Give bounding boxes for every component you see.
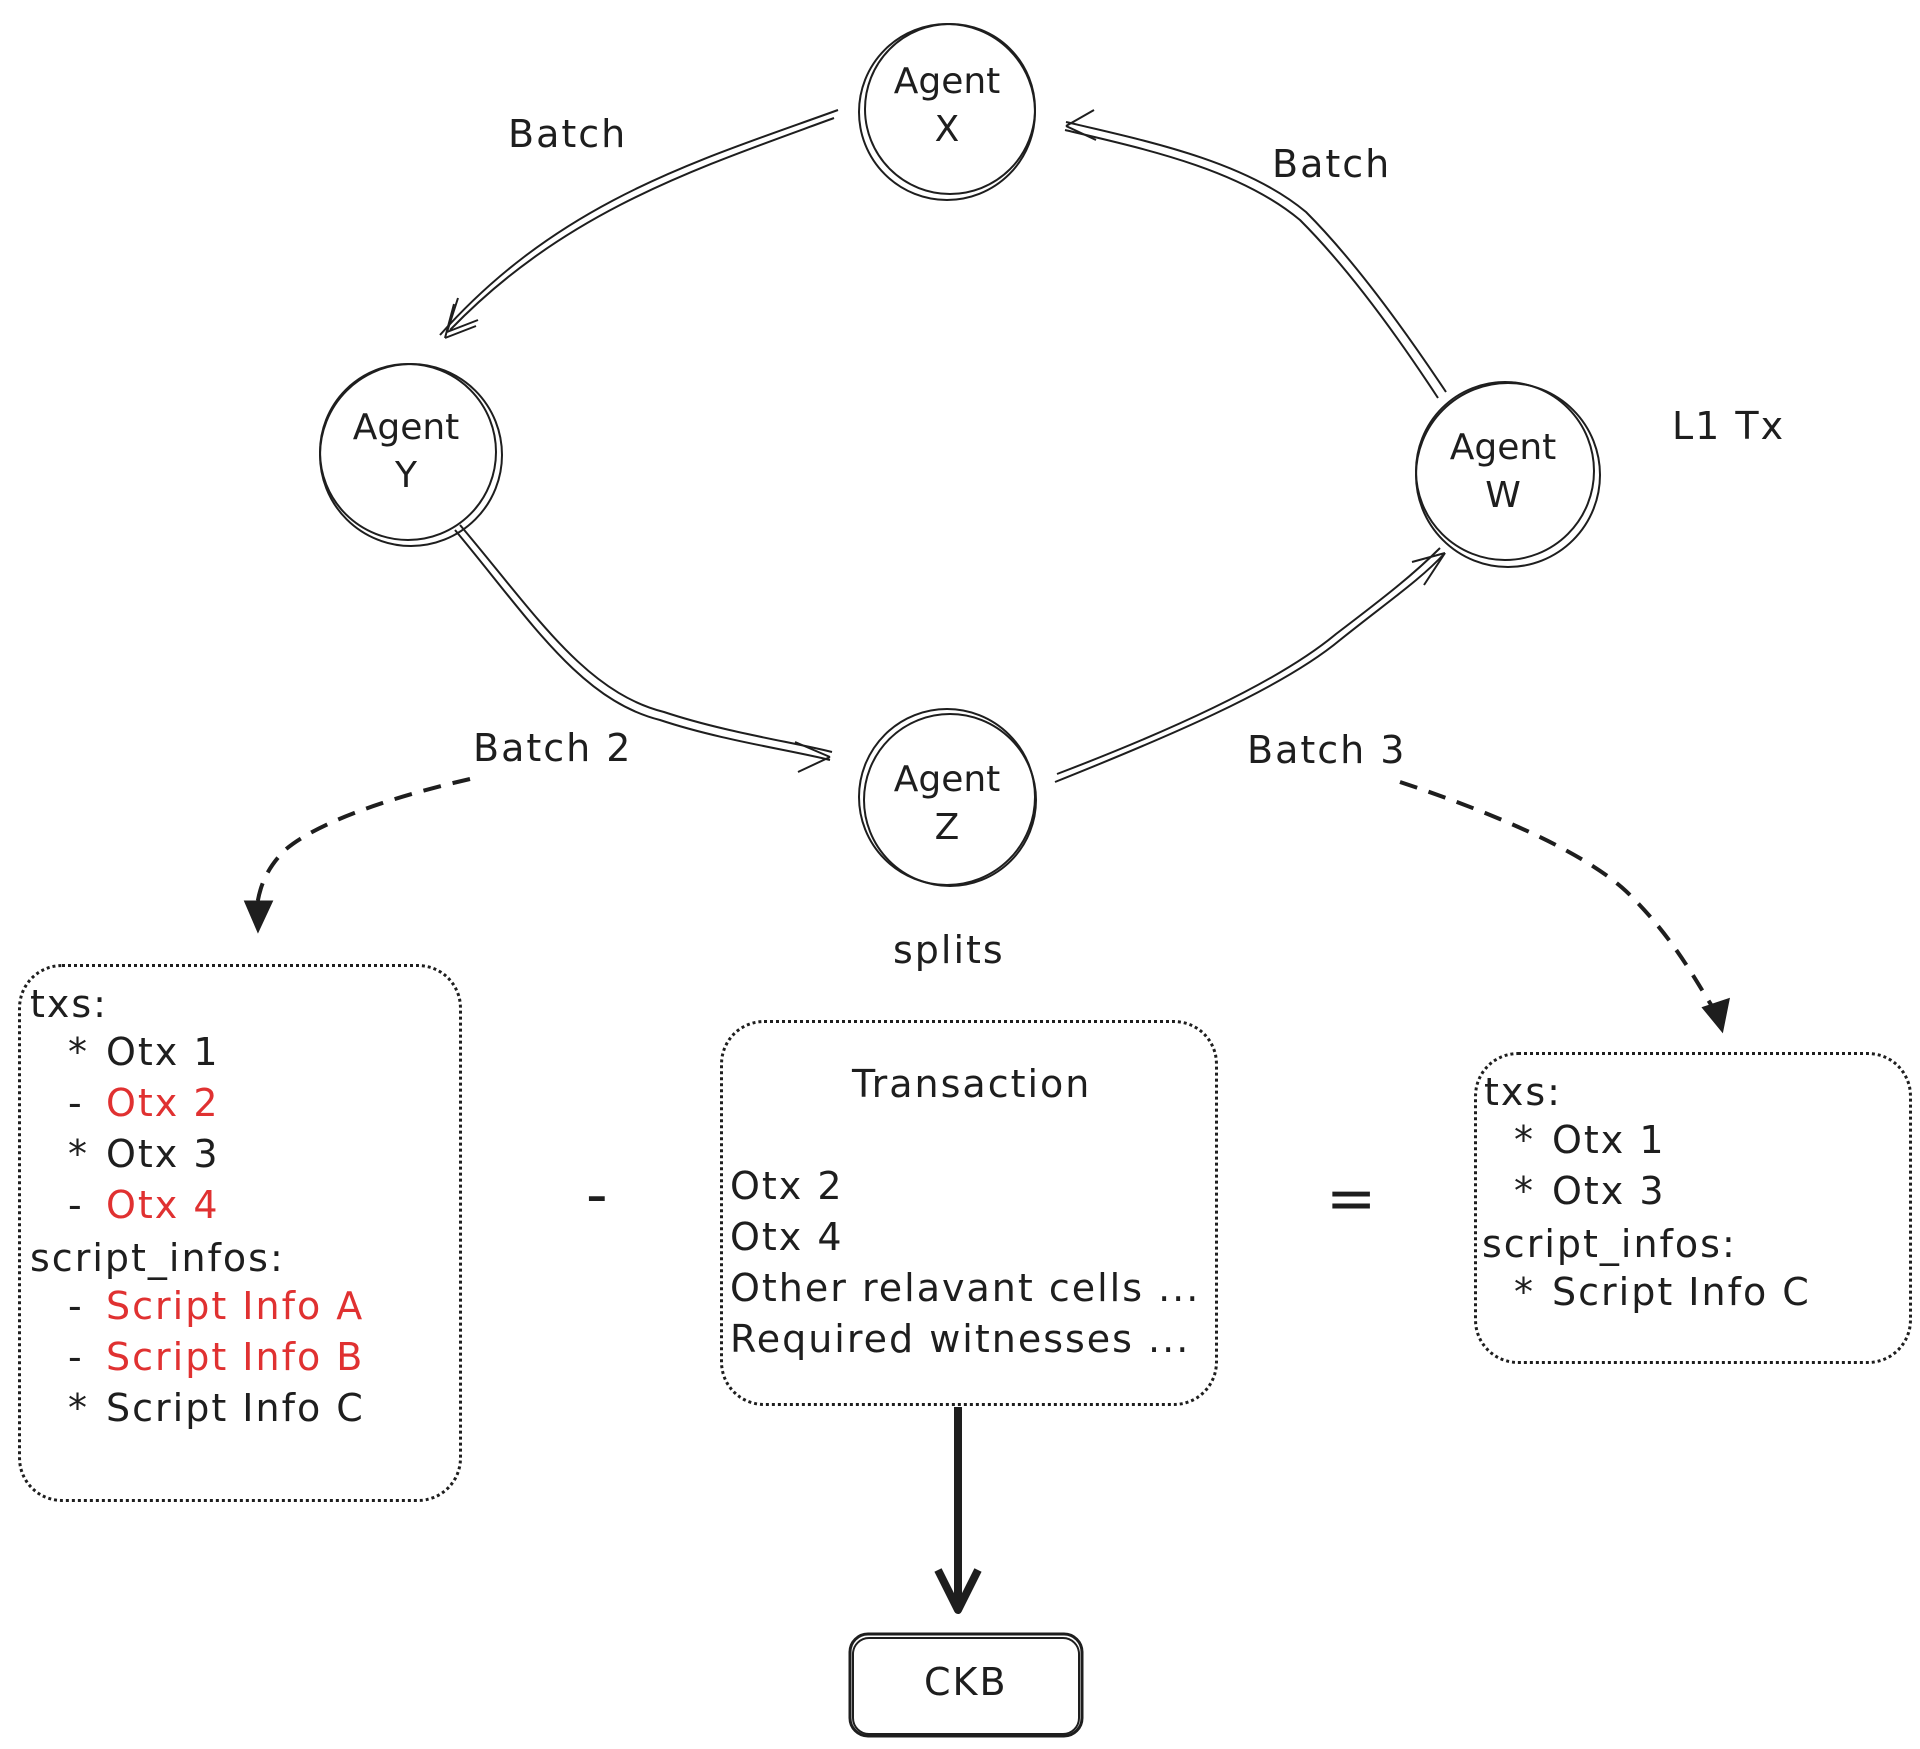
right-scripts-header: script_infos: bbox=[1482, 1222, 1737, 1266]
left-tx-item: * Otx 3 bbox=[68, 1132, 220, 1176]
node-agent-w bbox=[1415, 381, 1601, 568]
node-agent-y bbox=[319, 363, 503, 547]
transaction-line: Otx 2 bbox=[730, 1164, 844, 1208]
agent-w-line2: W bbox=[1485, 475, 1521, 516]
left-script-text: Script Info B bbox=[106, 1335, 365, 1379]
agent-z-label: Agent Z bbox=[857, 756, 1037, 852]
transaction-line: Required witnesses ... bbox=[730, 1317, 1191, 1361]
edge-label-y-to-z: Batch 2 bbox=[473, 726, 633, 770]
dashed-arrow-right bbox=[1399, 780, 1730, 1034]
left-script-text: Script Info A bbox=[106, 1284, 365, 1328]
agent-y-line1: Agent bbox=[352, 407, 460, 448]
agent-z-line2: Z bbox=[934, 807, 960, 848]
agent-x-line2: X bbox=[934, 109, 960, 150]
equals-operator: = bbox=[1326, 1164, 1377, 1234]
left-script-bullet: - bbox=[68, 1335, 84, 1379]
minus-operator: - bbox=[586, 1160, 608, 1230]
left-tx-item: * Otx 1 bbox=[68, 1030, 220, 1074]
node-agent-x bbox=[858, 23, 1036, 201]
edge-x-to-y bbox=[439, 109, 839, 339]
left-tx-text: Otx 3 bbox=[106, 1132, 220, 1176]
node-agent-z bbox=[858, 708, 1037, 887]
agent-w-line1: Agent bbox=[1449, 427, 1557, 468]
left-scripts-header: script_infos: bbox=[30, 1236, 285, 1280]
left-script-text: Script Info C bbox=[106, 1386, 365, 1430]
ckb-label: CKB bbox=[924, 1660, 1008, 1704]
right-script-item: * Script Info C bbox=[1514, 1270, 1811, 1314]
transaction-line: Otx 4 bbox=[730, 1215, 844, 1259]
left-txs-header: txs: bbox=[30, 982, 108, 1026]
left-script-bullet: - bbox=[68, 1284, 84, 1328]
agent-x-line1: Agent bbox=[893, 61, 1001, 102]
left-script-item: -Script Info A bbox=[68, 1284, 364, 1328]
splits-label: splits bbox=[893, 928, 1005, 972]
left-tx-text: Otx 2 bbox=[106, 1081, 220, 1125]
transaction-line: Other relavant cells ... bbox=[730, 1266, 1201, 1310]
edge-label-z-to-w: Batch 3 bbox=[1247, 728, 1407, 772]
left-tx-item: -Otx 4 bbox=[68, 1183, 220, 1227]
left-batch-box bbox=[18, 964, 462, 1502]
dashed-arrow-left bbox=[243, 777, 471, 934]
transaction-title: Transaction bbox=[852, 1062, 1092, 1106]
edge-z-to-w bbox=[1054, 547, 1446, 783]
left-tx-bullet: - bbox=[68, 1081, 84, 1125]
edge-w-to-x bbox=[1064, 109, 1447, 399]
left-script-item: -Script Info B bbox=[68, 1335, 364, 1379]
right-tx-item: * Otx 3 bbox=[1514, 1169, 1666, 1213]
left-script-item: * Script Info C bbox=[68, 1386, 365, 1430]
l1-tx-label: L1 Tx bbox=[1672, 404, 1786, 448]
left-tx-bullet: - bbox=[68, 1183, 84, 1227]
right-tx-text: Otx 1 bbox=[1552, 1118, 1666, 1162]
transaction-box bbox=[720, 1020, 1218, 1406]
right-tx-item: * Otx 1 bbox=[1514, 1118, 1666, 1162]
right-script-bullet: * bbox=[1514, 1270, 1535, 1314]
agent-w-label: Agent W bbox=[1413, 424, 1593, 520]
agent-y-line2: Y bbox=[395, 455, 417, 496]
right-txs-header: txs: bbox=[1484, 1070, 1562, 1114]
left-tx-bullet: * bbox=[68, 1030, 89, 1074]
right-tx-bullet: * bbox=[1514, 1169, 1535, 1213]
agent-z-line1: Agent bbox=[893, 759, 1001, 800]
edge-y-to-z bbox=[454, 524, 833, 773]
arrow-transaction-to-ckb bbox=[934, 1407, 982, 1614]
edge-label-w-to-x: Batch bbox=[1272, 142, 1392, 186]
left-tx-text: Otx 1 bbox=[106, 1030, 220, 1074]
agent-x-label: Agent X bbox=[857, 58, 1037, 154]
right-script-text: Script Info C bbox=[1552, 1270, 1811, 1314]
left-script-bullet: * bbox=[68, 1386, 89, 1430]
left-tx-text: Otx 4 bbox=[106, 1183, 220, 1227]
edge-label-x-to-y: Batch bbox=[508, 112, 628, 156]
left-tx-bullet: * bbox=[68, 1132, 89, 1176]
right-batch-box bbox=[1474, 1052, 1912, 1364]
left-tx-item: -Otx 2 bbox=[68, 1081, 220, 1125]
right-tx-text: Otx 3 bbox=[1552, 1169, 1666, 1213]
right-tx-bullet: * bbox=[1514, 1118, 1535, 1162]
agent-y-label: Agent Y bbox=[316, 404, 496, 500]
ckb-box bbox=[848, 1632, 1084, 1738]
